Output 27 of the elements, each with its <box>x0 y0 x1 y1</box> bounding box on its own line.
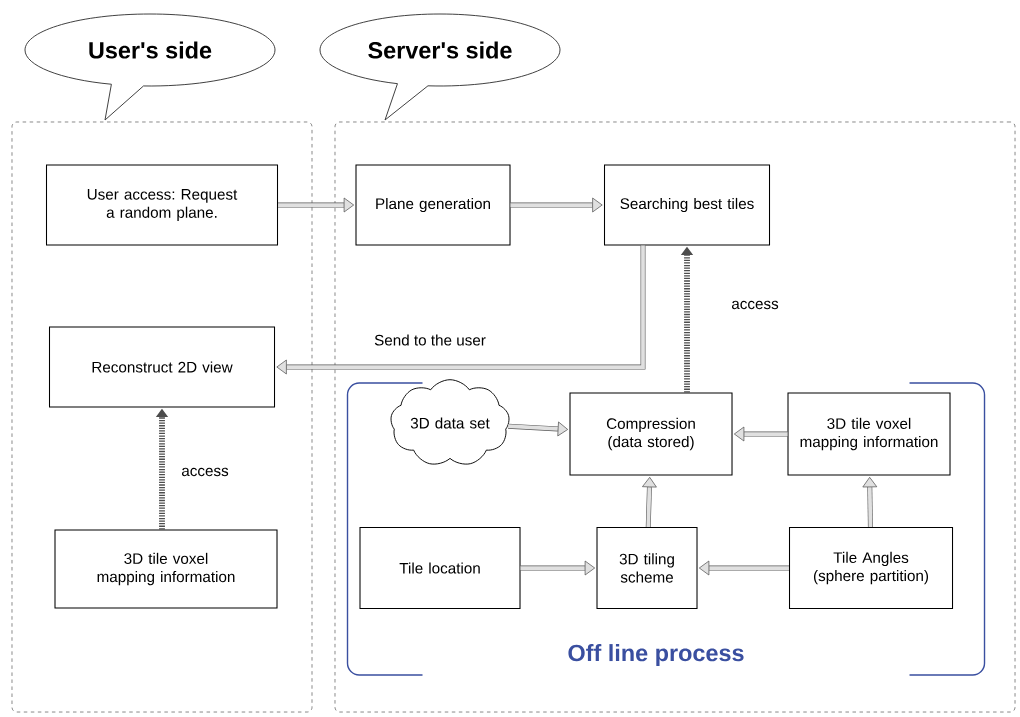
process-box: Plane generation <box>355 164 511 246</box>
process-box: Searching best tiles <box>603 164 771 246</box>
process-box: User access: Request a random plane. <box>45 164 279 246</box>
arrow <box>733 426 788 442</box>
arrow <box>510 197 603 213</box>
arrow <box>698 560 789 576</box>
process-box: Reconstruct 2D view <box>48 326 276 408</box>
arrow <box>862 476 878 528</box>
arrow <box>520 560 596 576</box>
process-box: Tile location <box>359 526 521 610</box>
edge-label: access <box>179 466 231 478</box>
region-frame <box>11 121 313 713</box>
process-box: 3D tile voxel mapping information <box>787 392 951 476</box>
arrow <box>508 421 569 437</box>
speech-bubble: User's side <box>24 13 276 121</box>
cloud: 3D data set <box>390 379 510 465</box>
process-box: 3D tile voxel mapping information <box>54 529 278 609</box>
arrow <box>642 476 657 528</box>
group-title: Off line process <box>568 644 744 666</box>
process-box: Compression (data stored) <box>569 392 733 476</box>
speech-bubble: Server's side <box>319 13 561 121</box>
arrow <box>278 197 355 213</box>
edge-label: access <box>729 299 781 311</box>
process-box: 3D tiling scheme <box>596 526 698 610</box>
edge-label: Send to the user <box>372 332 488 348</box>
region-frame <box>334 121 1016 713</box>
process-box: Tile Angles (sphere partition) <box>789 526 954 610</box>
